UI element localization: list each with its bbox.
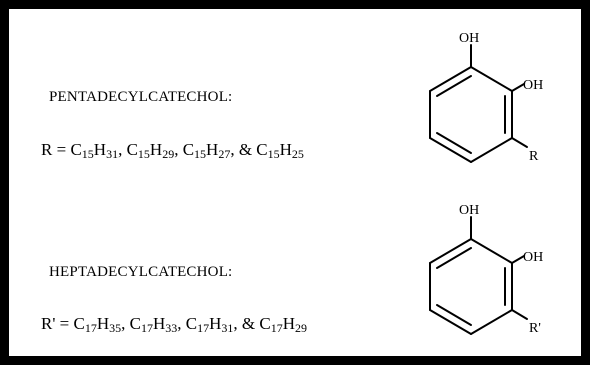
substituent-label: R'	[529, 321, 541, 336]
formula-term: C15H31,	[70, 140, 127, 161]
ring-bond	[429, 137, 472, 163]
ring-bond	[429, 66, 472, 92]
oh-right-label: OH	[523, 250, 543, 265]
compound-name-heptadecylcatechol: HEPTADECYLCATECHOL:	[49, 264, 233, 280]
formula-term: C17H29	[259, 314, 307, 335]
substituent-label: R	[529, 149, 539, 164]
oh-bond	[511, 255, 525, 264]
double-bond	[436, 247, 472, 269]
formula-term: C17H33,	[129, 314, 186, 335]
formula-pentadecylcatechol: R = C15H31, C15H29, C15H27, & C15H25	[41, 140, 304, 160]
r-bond	[511, 309, 528, 320]
ring-bond	[429, 309, 472, 335]
formula-symbol: R'	[41, 314, 56, 333]
ring-bond	[470, 238, 513, 264]
formula-heptadecylcatechol: R' = C17H35, C17H33, C17H31, & C17H29	[41, 314, 307, 334]
ring-bond	[429, 238, 472, 264]
formula-equals: =	[52, 140, 71, 159]
double-bond	[436, 132, 472, 154]
formula-term: C17H35,	[73, 314, 130, 335]
r-bond	[511, 137, 528, 148]
formula-symbol: R	[41, 140, 53, 159]
ring-bond	[470, 66, 513, 92]
formula-term: C15H29,	[126, 140, 183, 161]
formula-term: C17H31, &	[185, 314, 260, 335]
oh-top-label: OH	[459, 203, 479, 218]
double-bond	[436, 75, 472, 97]
ring-bond	[470, 309, 513, 335]
formula-equals: =	[55, 314, 74, 333]
formula-term: C15H25	[256, 140, 304, 161]
compound-name-pentadecylcatechol: PENTADECYLCATECHOL:	[49, 89, 233, 105]
ring-bond	[470, 137, 513, 163]
oh-bond	[511, 83, 525, 92]
catechol-structure-1: OH OH R	[429, 31, 543, 164]
catechol-structure-2: OH OH R'	[429, 203, 543, 336]
double-bond	[436, 304, 472, 326]
formula-term: C15H27, &	[182, 140, 257, 161]
oh-top-label: OH	[459, 31, 479, 46]
oh-right-label: OH	[523, 78, 543, 93]
